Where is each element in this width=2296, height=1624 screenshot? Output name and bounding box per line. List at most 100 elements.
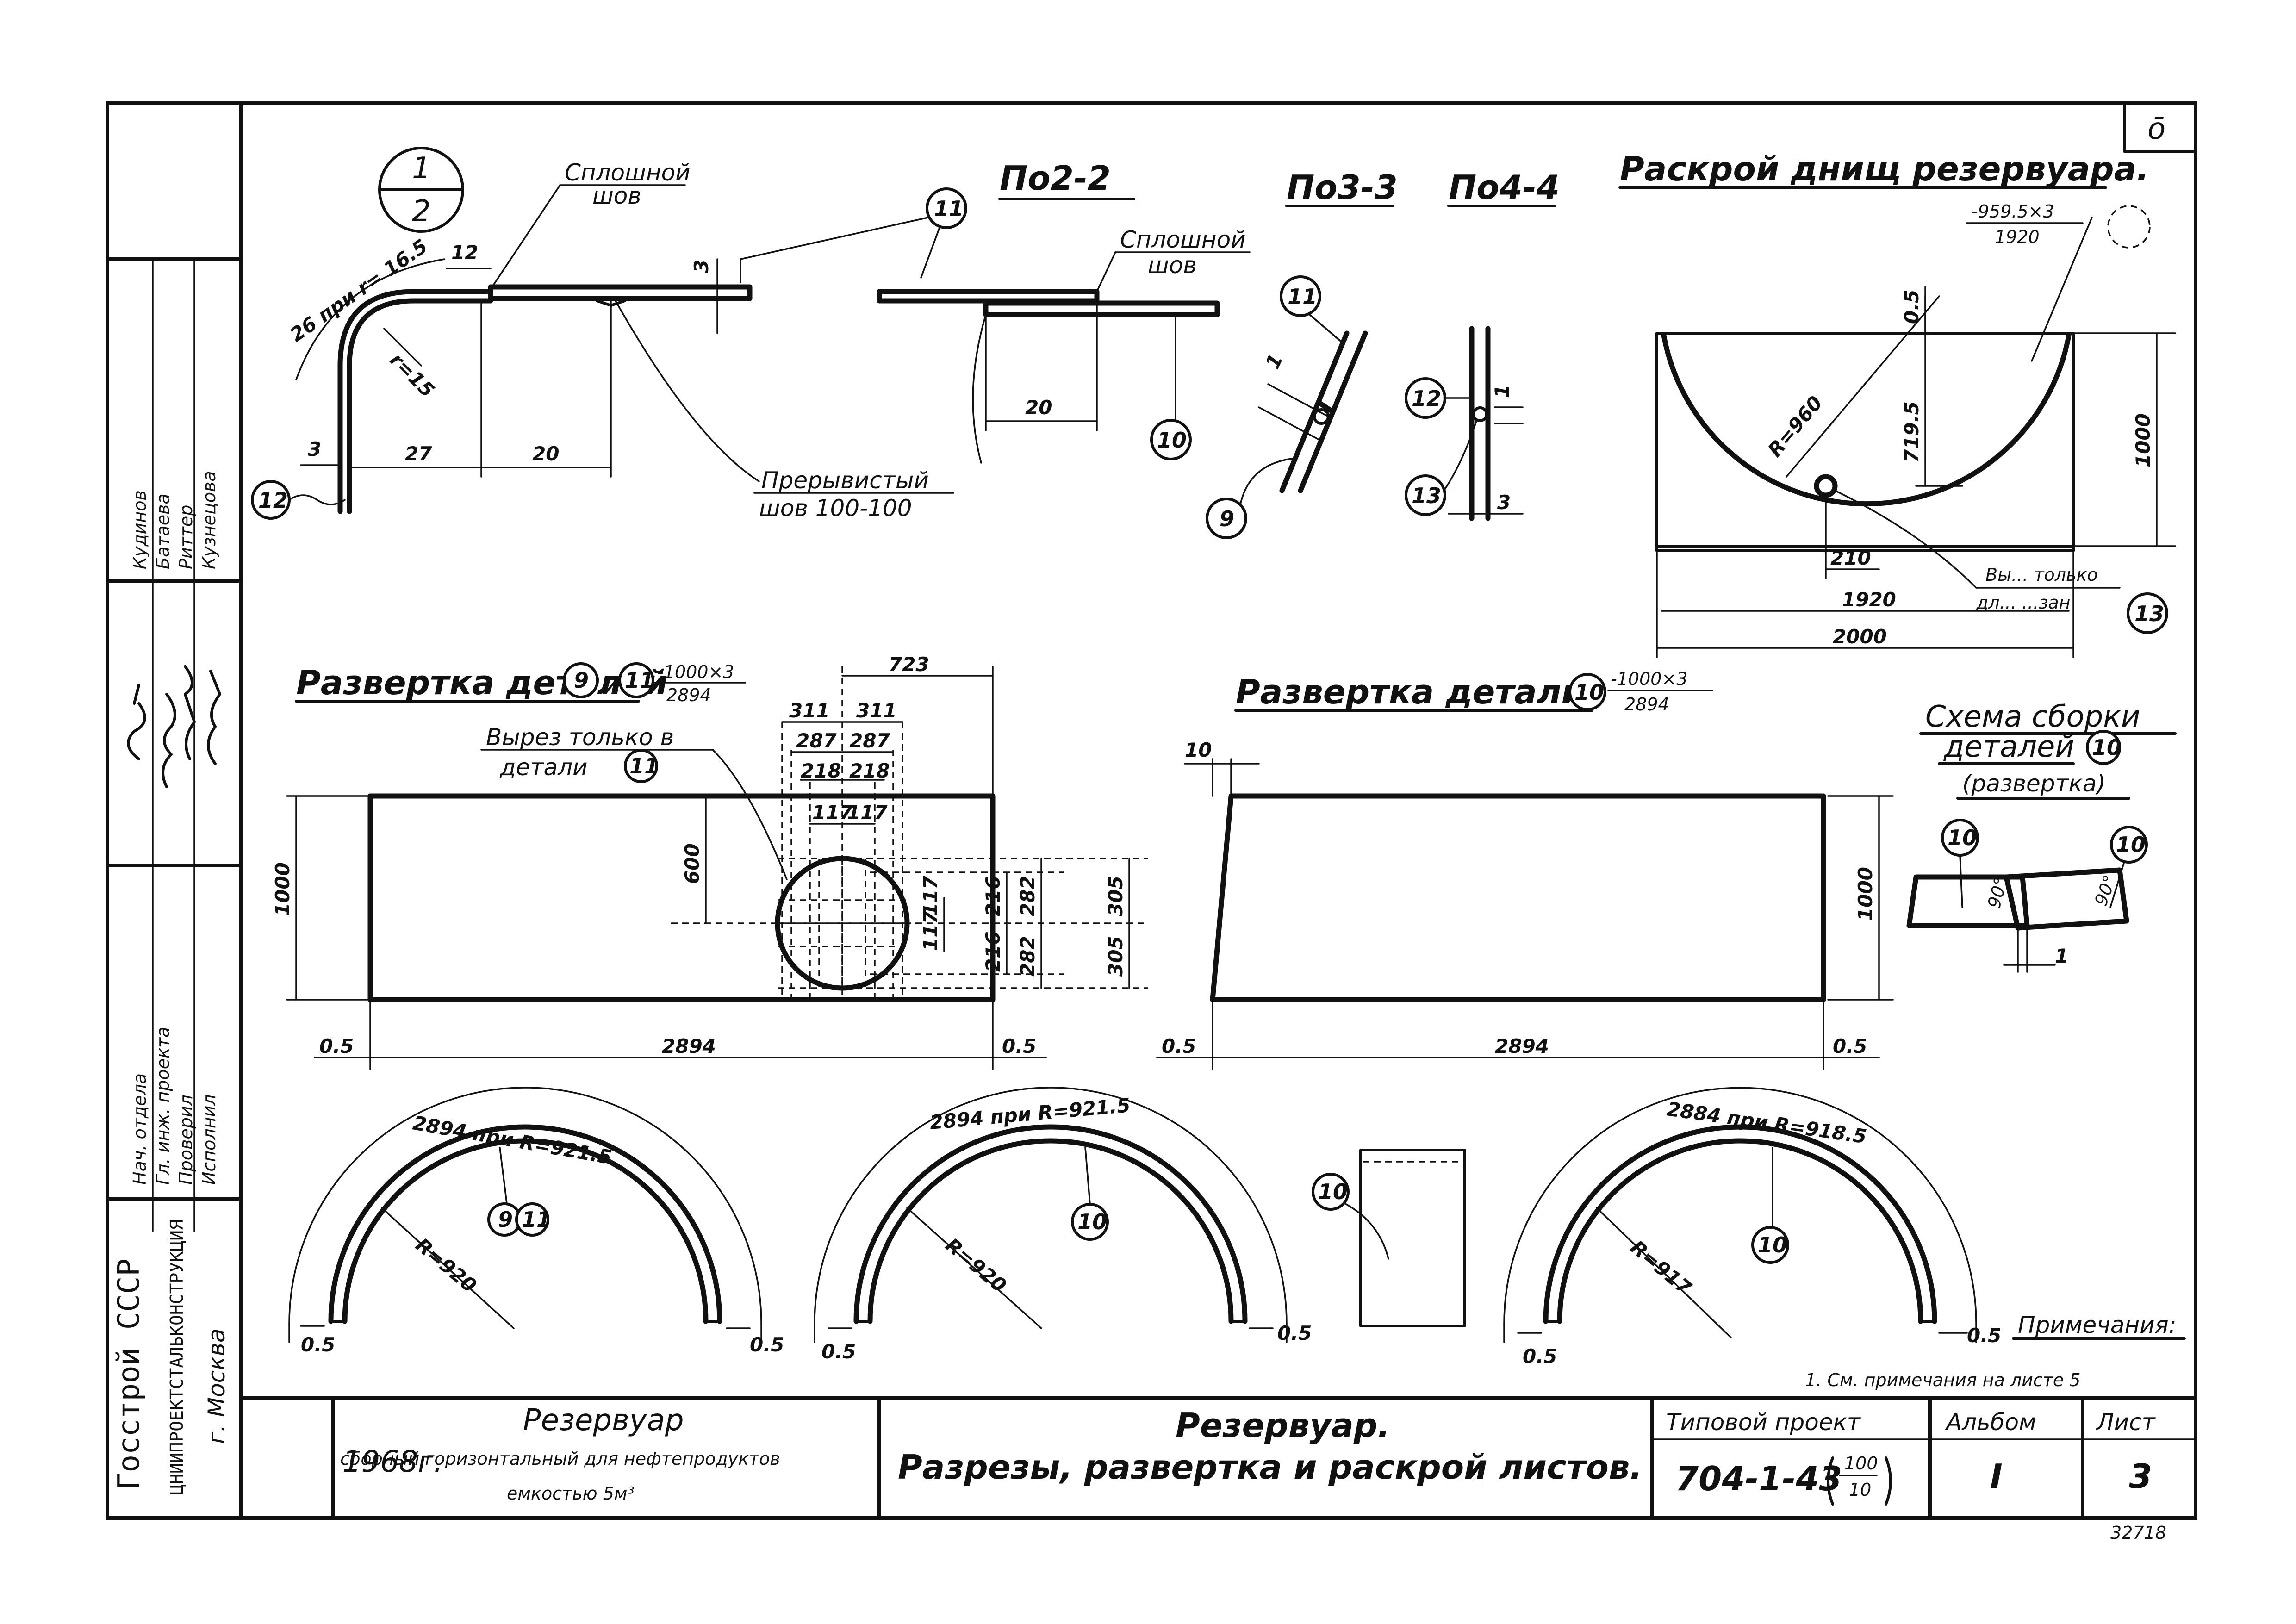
dim-218a: 218 bbox=[801, 759, 841, 782]
title-object: Резервуар bbox=[523, 1403, 684, 1437]
assembly-title-2: деталей bbox=[1943, 730, 2074, 764]
dim-600: 600 bbox=[681, 843, 703, 884]
role-checked: Проверил bbox=[176, 1095, 196, 1185]
album-value: I bbox=[1990, 1457, 2003, 1496]
bottoms-dim-2000: 2000 bbox=[1833, 625, 1887, 648]
section-4-4-title: По4-4 bbox=[1449, 168, 1560, 207]
dim-2894: 2894 bbox=[662, 1035, 716, 1058]
name-ritter: Риттер bbox=[176, 505, 196, 569]
cut-note-1: Вырез только в bbox=[486, 724, 674, 751]
dim-305a: 305 bbox=[1104, 876, 1127, 916]
role-head: Нач. отдела bbox=[130, 1073, 150, 1185]
section-3-3-callout-11: 11 bbox=[1288, 284, 1317, 309]
assembly-dim-1: 1 bbox=[2055, 945, 2068, 967]
bottoms-note-2: дл... ...зан bbox=[1976, 592, 2070, 613]
dim-311a: 311 bbox=[789, 699, 830, 722]
archive-number: 32718 bbox=[2110, 1523, 2166, 1543]
dev-10-dim-05b: 0.5 bbox=[1833, 1035, 1867, 1058]
section-3-3-callout-9: 9 bbox=[1220, 506, 1234, 531]
section-4-4-dim-1: 1 bbox=[1491, 385, 1513, 398]
assembly-callout-right: 10 bbox=[2116, 832, 2146, 857]
assembly-title-1: Схема сборки bbox=[1925, 700, 2140, 734]
bottoms-callout-13: 13 bbox=[2134, 601, 2164, 626]
dim-20: 20 bbox=[532, 442, 559, 465]
notes-line-1: 1. См. примечания на листе 5 bbox=[1805, 1370, 2080, 1390]
assembly-angle-left: 90° bbox=[1984, 875, 2011, 910]
dim-216b: 216 bbox=[982, 931, 1004, 972]
dev-10-title: Развертка детали bbox=[1236, 672, 1585, 711]
bottoms-spec-top: -959.5×3 bbox=[1972, 201, 2054, 222]
arc-1-dim-r: R=920 bbox=[411, 1233, 481, 1297]
corner-mark: ō bbox=[2147, 112, 2165, 146]
dim-218b: 218 bbox=[849, 759, 890, 782]
project-frac-bottom: 10 bbox=[1849, 1480, 1871, 1500]
arc-1-callout-9: 9 bbox=[498, 1207, 513, 1232]
detail-1-2: 1 2 26 при r= 16.5 12 r=15 3 27 20 3 Спл… bbox=[251, 147, 967, 522]
dim-12: 12 bbox=[451, 241, 478, 264]
album-label: Альбом bbox=[1945, 1409, 2036, 1436]
cut-note-2: детали bbox=[499, 754, 588, 781]
dev-9-11-title: Развертка деталей bbox=[296, 663, 668, 702]
arc-3-callout-10: 10 bbox=[1758, 1232, 1787, 1257]
sheet-title-1: Резервуар. bbox=[1176, 1406, 1390, 1445]
project-label: Типовой проект bbox=[1666, 1409, 1861, 1436]
dev-9-11-spec-top: -1000×3 bbox=[657, 662, 734, 682]
section-3-3-dim-1: 1 bbox=[1261, 350, 1288, 372]
dev-9-11-dim-05b: 0.5 bbox=[1002, 1035, 1036, 1058]
name-bataeva: Батаева bbox=[153, 493, 173, 569]
assembly-callout-left: 10 bbox=[1948, 825, 1977, 850]
assembly-title-3: (развертка) bbox=[1962, 770, 2106, 797]
dim-282a: 282 bbox=[1016, 876, 1039, 916]
arc-1: 2894 при R=921.5 R=920 9 11 0.5 0.5 bbox=[288, 1087, 784, 1356]
project-frac-top: 100 bbox=[1844, 1453, 1878, 1474]
section-2-2-seam-1: Сплошной bbox=[1120, 226, 1246, 253]
assembly-scheme: Схема сборки деталей 10 (развертка) 90° … bbox=[1906, 700, 2177, 973]
dim-1000: 1000 bbox=[271, 862, 294, 916]
arc-3-dim-r: R=917 bbox=[1626, 1236, 1696, 1300]
org-institute: ЦНИИПРОЕКТСТАЛЬКОНСТРУКЦИЯ bbox=[167, 1220, 187, 1495]
detail-1-2-bottom: 2 bbox=[412, 194, 431, 229]
label-continuous-seam-2: шов bbox=[592, 182, 641, 209]
dim-117b: 117 bbox=[847, 801, 888, 824]
detail-1-2-top: 1 bbox=[412, 151, 431, 186]
role-chief-engineer: Гл. инж. проекта bbox=[153, 1027, 173, 1185]
arc-1-callout-11: 11 bbox=[522, 1207, 551, 1232]
dim-287a: 287 bbox=[796, 729, 837, 752]
role-executed: Исполнил bbox=[199, 1094, 219, 1185]
dim-117a: 117 bbox=[812, 801, 853, 824]
development-9-11: Развертка деталей 9 и 11 -1000×3 2894 bbox=[271, 653, 1148, 1070]
section-3-3: По3-3 1 11 9 bbox=[1206, 168, 1398, 539]
org-city: г. Москва bbox=[203, 1328, 230, 1444]
notes-heading: Примечания: bbox=[2018, 1312, 2177, 1338]
title-year: 1968г. bbox=[342, 1445, 443, 1479]
callout-11: 11 bbox=[934, 196, 964, 221]
arc-3-dim-05a: 0.5 bbox=[1523, 1345, 1557, 1368]
name-kuznetsova: Кузнецова bbox=[199, 471, 219, 569]
signatures bbox=[127, 665, 221, 788]
section-2-2-title: По2-2 bbox=[1000, 159, 1111, 198]
project-frac-brackets bbox=[1827, 1456, 1892, 1506]
dim-287b: 287 bbox=[849, 729, 890, 752]
section-2-2-dim-20: 20 bbox=[1025, 396, 1052, 419]
dev-10-dim-10: 10 bbox=[1185, 739, 1212, 761]
dev-10-callout-10: 10 bbox=[1574, 680, 1604, 705]
dev-9-11-and: и bbox=[602, 667, 621, 702]
name-kudinov: Кудинов bbox=[130, 490, 150, 569]
bottoms-cutting-title: Раскрой днищ резервуара. bbox=[1620, 149, 2149, 188]
development-10: Развертка детали 10 -1000×3 2894 10 1000… bbox=[1156, 669, 1894, 1070]
dim-216a: 216 bbox=[982, 876, 1004, 916]
bottoms-dim-1000: 1000 bbox=[2132, 413, 2154, 467]
dev-9-11-spec-bottom: 2894 bbox=[666, 685, 711, 705]
arc-2: 2894 при R=921.5 R=920 10 0.5 0.5 bbox=[814, 1087, 1312, 1363]
dev-10-spec-top: -1000×3 bbox=[1611, 669, 1687, 689]
org-gosstroy: Госстрой СССР bbox=[112, 1258, 146, 1490]
dim-3-left: 3 bbox=[308, 438, 321, 460]
dev-9-11-dim-05a: 0.5 bbox=[319, 1035, 354, 1058]
bottoms-dim-7195: 719.5 bbox=[1900, 401, 1923, 463]
arc-2-dim-05b: 0.5 bbox=[1277, 1322, 1312, 1344]
bottoms-dim-r960: R=960 bbox=[1763, 392, 1827, 461]
label-continuous-seam-1: Сплошной bbox=[565, 159, 691, 186]
dim-3-top: 3 bbox=[690, 260, 713, 273]
section-4-4-callout-12: 12 bbox=[1412, 386, 1441, 411]
